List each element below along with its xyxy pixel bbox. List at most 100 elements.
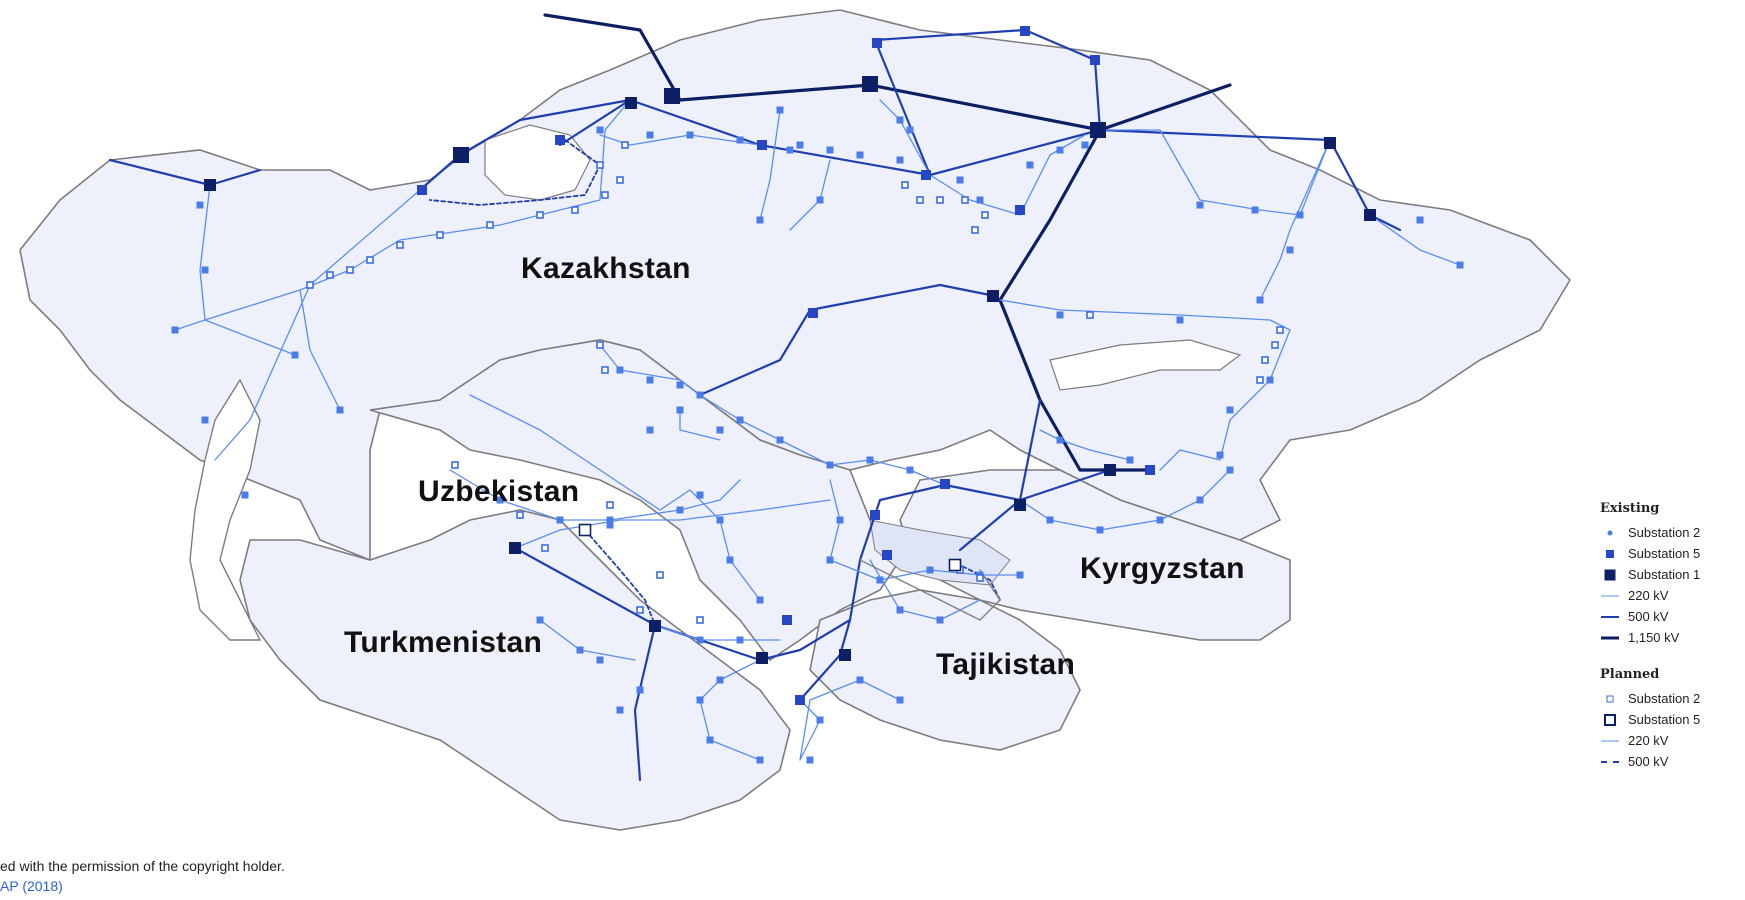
legend-item-label: Substation 5 (1628, 712, 1701, 727)
substation-medium (808, 308, 818, 318)
substation-small (756, 756, 764, 764)
substation-small (1081, 141, 1089, 149)
line-220kv (599, 344, 946, 486)
line-500kv (558, 98, 632, 147)
substation-planned-small (366, 256, 374, 264)
legend-item: Substation 1 (1600, 564, 1700, 585)
substation-small (1026, 161, 1034, 169)
transmission-lines (108, 13, 1461, 782)
substation-small (696, 696, 704, 704)
line-220kv (999, 299, 1291, 471)
substation-small (241, 491, 249, 499)
square-icon (1600, 568, 1620, 582)
substation-large (1104, 464, 1116, 476)
substation-planned-small (656, 571, 664, 579)
line-220kv (1019, 429, 1231, 531)
substation-large (1090, 122, 1106, 138)
caspian-coast (189, 378, 262, 641)
substation-small (856, 676, 864, 684)
substation-planned-small (436, 231, 444, 239)
line-220kv (174, 184, 421, 461)
substation-small (676, 381, 684, 389)
substation-small (1216, 451, 1224, 459)
substation-planned-small (596, 161, 604, 169)
substation-small (556, 516, 564, 524)
substation-small (606, 521, 614, 529)
hollow-square-icon (1600, 692, 1620, 706)
substation-small (796, 141, 804, 149)
substation-large (839, 649, 851, 661)
substation-small (1046, 516, 1054, 524)
substation-small (706, 736, 714, 744)
substation-small (736, 416, 744, 424)
legend-existing-title: Existing (1600, 501, 1660, 516)
substation-small (676, 406, 684, 414)
line-border-grey (859, 559, 1001, 621)
substation-planned-small (516, 511, 524, 519)
substation-medium (757, 140, 767, 150)
substation-small (1056, 311, 1064, 319)
line-planned-500kv (584, 529, 656, 626)
substation-small (736, 636, 744, 644)
substation-planned-medium (948, 558, 962, 572)
substation-small (976, 196, 984, 204)
substation-planned-small (1271, 341, 1279, 349)
substation-planned-small (976, 574, 984, 582)
substation-small (616, 366, 624, 374)
substation-planned-small (601, 366, 609, 374)
substations (171, 26, 1464, 764)
legend-planned-title: Planned (1600, 667, 1660, 682)
substation-small (1196, 201, 1204, 209)
substation-small (646, 376, 654, 384)
substation-planned-small (961, 196, 969, 204)
substation-small (876, 576, 884, 584)
substation-large (625, 97, 637, 109)
line-220kv (469, 394, 831, 601)
substation-small (906, 126, 914, 134)
substation-planned-small (1086, 311, 1094, 319)
substation-medium (882, 550, 892, 560)
substation-small (1416, 216, 1424, 224)
land-areas (19, 9, 1572, 831)
square-icon (1600, 547, 1620, 561)
substation-small (756, 216, 764, 224)
substation-small (1256, 296, 1264, 304)
substation-small (646, 426, 654, 434)
legend-item: Substation 5 (1600, 709, 1700, 730)
substation-small (576, 646, 584, 654)
country-label-kazakhstan: Kazakhstan (521, 252, 691, 285)
dashed-line-icon (1600, 755, 1620, 769)
substation-small (896, 156, 904, 164)
legend-item-label: 220 kV (1628, 733, 1669, 748)
substation-small (926, 566, 934, 574)
substation-large (664, 88, 680, 104)
substation-small (776, 106, 784, 114)
substation-small (826, 556, 834, 564)
substation-planned-small (1256, 376, 1264, 384)
substation-planned-small (396, 241, 404, 249)
legend-item-label: 500 kV (1628, 754, 1669, 769)
substation-small (816, 196, 824, 204)
line-1150kv (543, 13, 1232, 132)
substation-small (736, 136, 744, 144)
substation-medium (1020, 26, 1030, 36)
substation-small (716, 676, 724, 684)
line-220kv (299, 99, 761, 291)
substation-large (756, 652, 768, 664)
line-500kv (418, 98, 1402, 232)
substation-planned-small (541, 544, 549, 552)
substation-planned-small (601, 191, 609, 199)
substation-small (596, 126, 604, 134)
hollow-square-icon (1600, 713, 1620, 727)
substation-small (826, 461, 834, 469)
legend-item: 500 kV (1600, 606, 1700, 627)
substation-planned-small (901, 181, 909, 189)
substation-large (509, 542, 521, 554)
substation-small (716, 516, 724, 524)
legend-item: 220 kV (1600, 730, 1700, 751)
substation-large (453, 147, 469, 163)
substation-small (836, 516, 844, 524)
turkmenistan-region (239, 509, 791, 831)
legend-item-label: Substation 2 (1628, 691, 1701, 706)
substation-planned-small (636, 606, 644, 614)
